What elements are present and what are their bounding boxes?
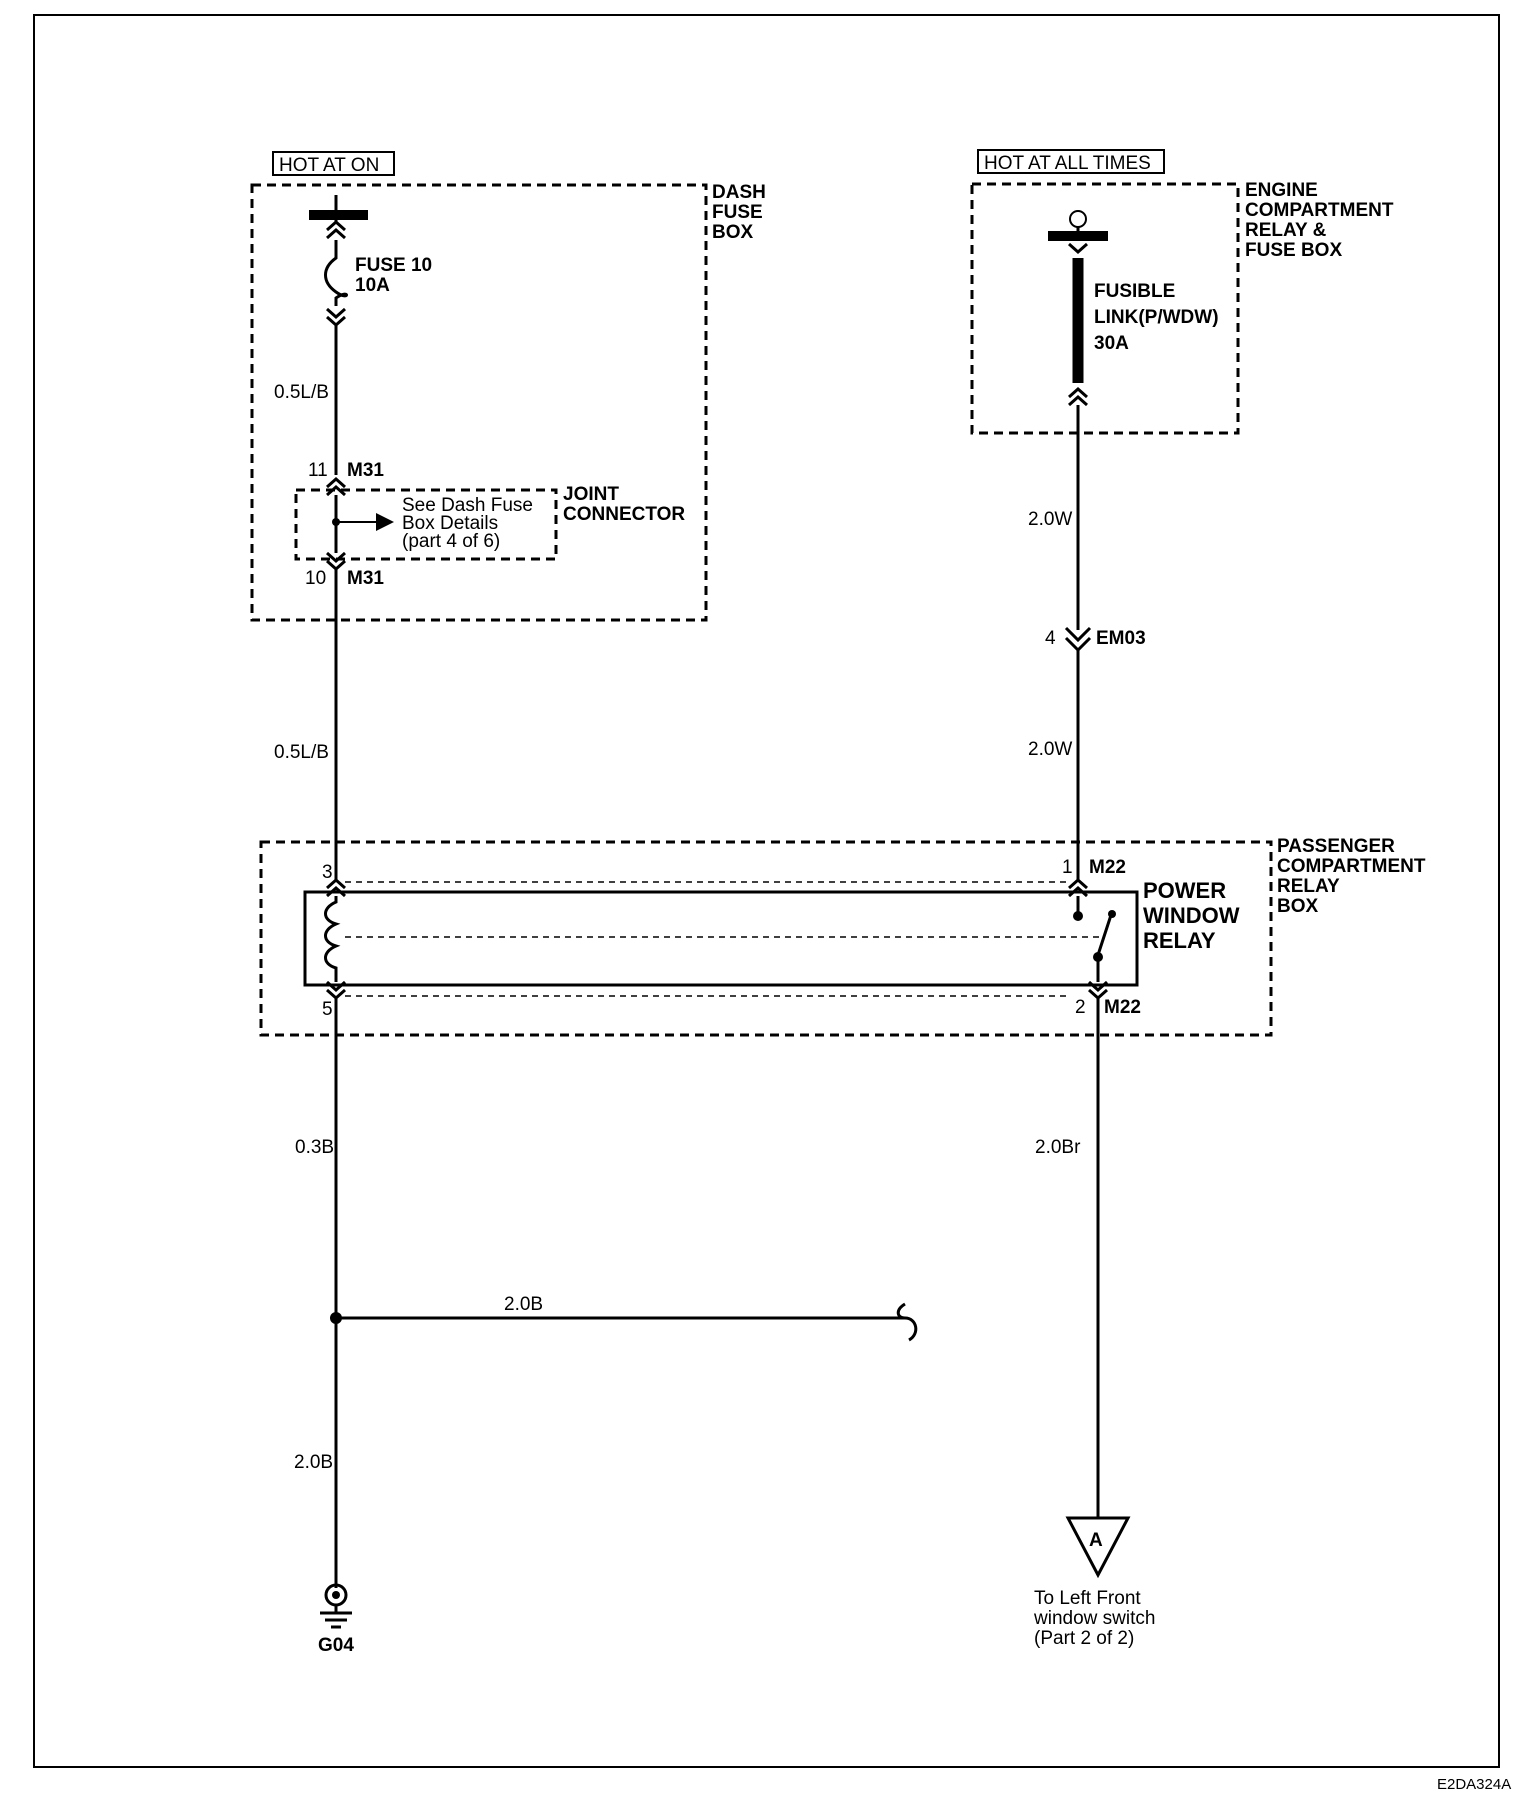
m31-bottom-connector-icon: [326, 551, 346, 572]
ground-symbol-icon: [320, 1611, 352, 1629]
relay-contact-node-top: [1073, 911, 1083, 921]
fuse-rating: 10A: [355, 275, 390, 296]
wire-label-right-lower: 2.0Br: [1035, 1137, 1081, 1158]
wire-label-left-mid: 0.5L/B: [274, 742, 329, 763]
dash-fuse-box: [250, 183, 708, 622]
em03-label: EM03: [1096, 628, 1146, 649]
fusible-link-bottom-connector-icon: [1068, 386, 1088, 407]
passenger-box-label: PASSENGER COMPARTMENT RELAY BOX: [1277, 836, 1431, 917]
relay-coil-icon: [324, 896, 341, 982]
offpage-connector-icon: [1065, 1516, 1131, 1579]
em03-pin: 4: [1045, 628, 1056, 649]
em03-connector-icon: [1064, 626, 1092, 653]
wire-label-right-mid: 2.0W: [1028, 739, 1072, 760]
joint-connector-label: JOINT CONNECTOR: [563, 484, 685, 525]
joint-note: See Dash Fuse Box Details (part 4 of 6): [402, 495, 538, 552]
fusible-link-label: FUSIBLE LINK(P/WDW) 30A: [1094, 281, 1224, 354]
wire-label-left-lower: 0.3B: [295, 1137, 334, 1158]
hot-at-all-times-label: HOT AT ALL TIMES: [984, 153, 1151, 174]
fuse-bottom-connector-icon: [326, 307, 346, 328]
fusible-link-top-connector-icon: [1068, 242, 1088, 255]
engine-box-label: ENGINE COMPARTMENT RELAY & FUSE BOX: [1245, 180, 1399, 261]
fuse-top-connector-icon: [326, 219, 346, 240]
m22-coil-top-pin: 3: [322, 862, 333, 883]
hot-at-all-times-label-box: [977, 149, 1165, 174]
m22-coil-bottom-pin: 5: [322, 999, 333, 1020]
m22-contact-bottom-label: M22: [1104, 997, 1141, 1018]
joint-arrow-icon: [376, 513, 394, 531]
m22-contact-bottom-pin: 2: [1075, 997, 1086, 1018]
fuse-symbol-icon: [324, 240, 348, 306]
hot-at-on-label: HOT AT ON: [279, 155, 379, 176]
offpage-note: To Left Front window switch (Part 2 of 2…: [1033, 1588, 1161, 1649]
wire-label-right-upper: 2.0W: [1028, 509, 1072, 530]
dash-fuse-box-label: DASH FUSE BOX: [712, 182, 771, 243]
ground-label: G04: [318, 1635, 354, 1656]
battery-terminal-icon: [1069, 210, 1087, 228]
m31-bottom-pin: 10: [305, 568, 326, 589]
m22-contact-top-pin: 1: [1062, 857, 1073, 878]
m31-bottom-label: M31: [347, 568, 384, 589]
figure-code: E2DA324A: [1437, 1776, 1511, 1793]
wire-label-left-bottom: 2.0B: [294, 1452, 333, 1473]
relay-switch-blade: [1096, 911, 1114, 956]
m31-top-connector-icon: [326, 476, 346, 497]
fuse-name: FUSE 10: [355, 255, 432, 276]
wire-label-branch: 2.0B: [504, 1294, 543, 1315]
wire-label-left-upper: 0.5L/B: [274, 382, 329, 403]
power-window-relay-label: POWER WINDOW RELAY: [1143, 878, 1246, 953]
engine-compartment-box: [970, 182, 1240, 435]
m22-coil-top-connector-icon: [326, 877, 346, 898]
joint-connector-box: [294, 488, 558, 561]
m31-top-label: M31: [347, 460, 384, 481]
hot-at-on-label-box: [272, 151, 395, 176]
m22-contact-top-label: M22: [1089, 857, 1126, 878]
branch-wire-end-icon: [896, 1302, 918, 1342]
offpage-letter: A: [1089, 1530, 1103, 1551]
power-window-relay: [303, 890, 1139, 987]
diagram-frame: [33, 14, 1500, 1768]
m22-contact-top-connector-icon: [1068, 877, 1088, 898]
m31-top-pin: 11: [308, 460, 328, 481]
